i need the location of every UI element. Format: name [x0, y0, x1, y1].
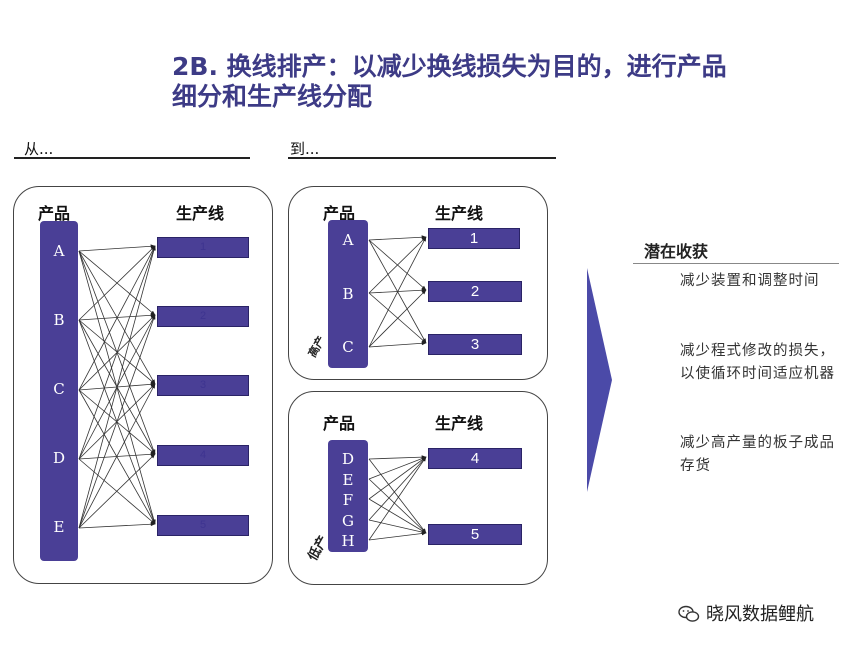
- low-product-h: H: [341, 532, 355, 550]
- before-product-bar: [40, 221, 78, 561]
- low-connector: [368, 478, 427, 534]
- high-line-1: 1: [428, 228, 520, 249]
- high-product-bar: [328, 220, 368, 368]
- from-rule: [14, 157, 250, 159]
- high-connector: [368, 236, 427, 294]
- to-rule: [288, 157, 556, 159]
- high-line-2: 2: [428, 281, 522, 302]
- high-product-b: B: [342, 285, 354, 303]
- before-line-4: 4: [157, 445, 249, 466]
- high-product-c: C: [342, 338, 354, 356]
- to-label: 到...: [290, 140, 320, 158]
- before-lines-header: 生产线: [176, 204, 225, 223]
- low-product-f: F: [342, 491, 354, 509]
- low-connector: [368, 456, 427, 521]
- high-connector: [368, 341, 427, 348]
- low-connector: [368, 456, 427, 500]
- watermark-text: 晓风数据鲤航: [706, 604, 814, 625]
- high-connector: [368, 289, 427, 348]
- before-connector: [78, 245, 156, 460]
- high-connector: [368, 236, 427, 348]
- before-connector: [78, 314, 156, 529]
- title-line-1: 2B. 换线排产：以减少换线损失为目的，进行产品: [172, 52, 727, 81]
- before-connector: [78, 383, 156, 529]
- watermark: 晓风数据鲤航: [678, 600, 814, 626]
- low-connector: [368, 531, 427, 541]
- low-connector: [368, 498, 427, 534]
- gain-item-3: 减少高产量的板子成品存货: [680, 435, 835, 474]
- before-connector: [78, 244, 156, 252]
- before-line-5: 5: [157, 515, 249, 536]
- high-product-a: A: [342, 231, 354, 249]
- before-connector: [78, 245, 156, 529]
- before-product-b: B: [53, 311, 65, 329]
- gains-title: 潜在收获: [644, 242, 709, 261]
- wechat-icon: [678, 605, 700, 622]
- page-title: 2B. 换线排产：以减少换线损失为目的，进行产品 细分和生产线分配: [172, 52, 832, 112]
- before-product-d: D: [52, 449, 66, 467]
- before-connector: [78, 245, 156, 391]
- gain-item-1: 减少装置和调整时间: [680, 273, 820, 289]
- low-connector: [368, 458, 427, 534]
- before-line-2: 2: [157, 306, 249, 327]
- before-connector: [78, 245, 156, 321]
- gains-rule: [633, 263, 839, 264]
- from-label: 从...: [24, 140, 54, 158]
- chevron-arrow: [587, 268, 612, 492]
- low-products-header: 产品: [323, 414, 356, 433]
- before-connector: [78, 389, 156, 525]
- before-product-c: C: [53, 380, 65, 398]
- low-connector: [368, 456, 427, 541]
- low-product-bar: [328, 440, 368, 552]
- before-line-1: 1: [157, 237, 249, 258]
- low-lines-header: 生产线: [435, 414, 484, 433]
- before-products-header: 产品: [38, 204, 71, 223]
- low-connector: [368, 456, 427, 480]
- before-product-e: E: [53, 518, 65, 536]
- high-line-3: 3: [428, 334, 522, 355]
- low-line-4: 4: [428, 448, 522, 469]
- before-product-a: A: [53, 242, 65, 260]
- low-line-5: 5: [428, 524, 522, 545]
- gain-item-2: 减少程式修改的损失，以使循环时间适应机器: [680, 343, 835, 382]
- before-line-3: 3: [157, 375, 249, 396]
- low-product-d: D: [341, 450, 355, 468]
- before-connector: [78, 453, 156, 529]
- low-connector: [368, 519, 427, 534]
- before-connector: [78, 522, 156, 529]
- low-connector: [368, 455, 427, 460]
- high-products-header: 产品: [323, 204, 356, 223]
- high-lines-header: 生产线: [435, 204, 484, 223]
- high-connector: [368, 235, 427, 241]
- title-line-2: 细分和生产线分配: [172, 82, 373, 111]
- low-product-g: G: [342, 512, 354, 530]
- low-product-e: E: [342, 471, 354, 489]
